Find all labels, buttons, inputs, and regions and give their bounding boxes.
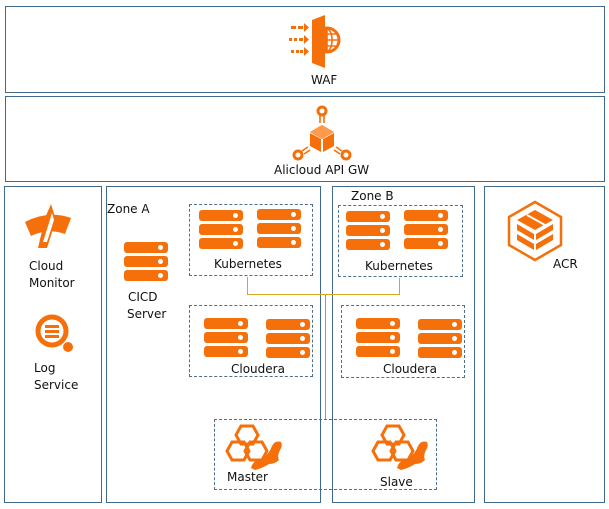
cicd-label-2: Server <box>127 307 167 321</box>
zone-b-kubernetes-group: Kubernetes <box>338 205 463 277</box>
master-label: Master <box>227 470 268 484</box>
server-icon <box>266 319 310 361</box>
api-gateway-label: Alicloud API GW <box>274 163 370 177</box>
server-icon <box>257 209 301 251</box>
ops-panel: Cloud Monitor Log Service <box>4 186 102 503</box>
server-icon <box>346 211 390 253</box>
waf-label: WAF <box>311 73 338 87</box>
container-registry-hex-icon <box>507 200 563 262</box>
k8s-connector-right-drop <box>399 278 400 295</box>
zone-a-cloudera-label: Cloudera <box>231 362 285 376</box>
api-gateway-cube-icon <box>292 105 352 161</box>
zone-a-kubernetes-label: Kubernetes <box>214 257 282 271</box>
mariadb-seal-icon <box>225 424 282 470</box>
log-service-label-1: Log <box>34 361 56 375</box>
log-service-magnifier-icon <box>35 314 73 352</box>
waf-layer: WAF <box>5 6 605 93</box>
waf-shield-globe-icon <box>289 15 341 68</box>
cicd-label-1: CICD <box>128 290 158 304</box>
zone-a-kubernetes-group: Kubernetes <box>189 204 313 276</box>
mariadb-seal-icon <box>371 424 428 470</box>
cloud-monitor-gauge-icon <box>25 204 71 248</box>
k8s-connector-left-drop <box>247 277 248 294</box>
zone-b: Zone B <box>332 186 475 503</box>
zone-b-kubernetes-label: Kubernetes <box>365 259 433 273</box>
cloud-monitor-label-2: Monitor <box>29 276 75 290</box>
zone-a-cloudera-group: Cloudera <box>189 305 313 377</box>
zone-b-cloudera-label: Cloudera <box>383 362 437 376</box>
log-service-label-2: Service <box>34 378 79 392</box>
cicd-server-icon <box>124 242 168 284</box>
zone-b-title: Zone B <box>351 189 394 203</box>
db-link-line <box>325 295 326 419</box>
cloud-monitor-label-1: Cloud <box>29 259 64 273</box>
api-gateway-layer: Alicloud API GW <box>5 96 605 182</box>
server-icon <box>356 318 400 360</box>
server-icon <box>418 319 462 361</box>
zone-b-cloudera-group: Cloudera <box>341 305 465 378</box>
server-icon <box>204 318 248 360</box>
k8s-connector-horizontal <box>247 294 400 295</box>
server-icon <box>404 210 448 252</box>
acr-label: ACR <box>553 257 578 271</box>
slave-label: Slave <box>380 475 413 489</box>
acr-panel: ACR <box>484 186 605 503</box>
server-icon <box>199 210 243 252</box>
database-group <box>214 419 437 490</box>
zone-a-title: Zone A <box>107 202 150 216</box>
